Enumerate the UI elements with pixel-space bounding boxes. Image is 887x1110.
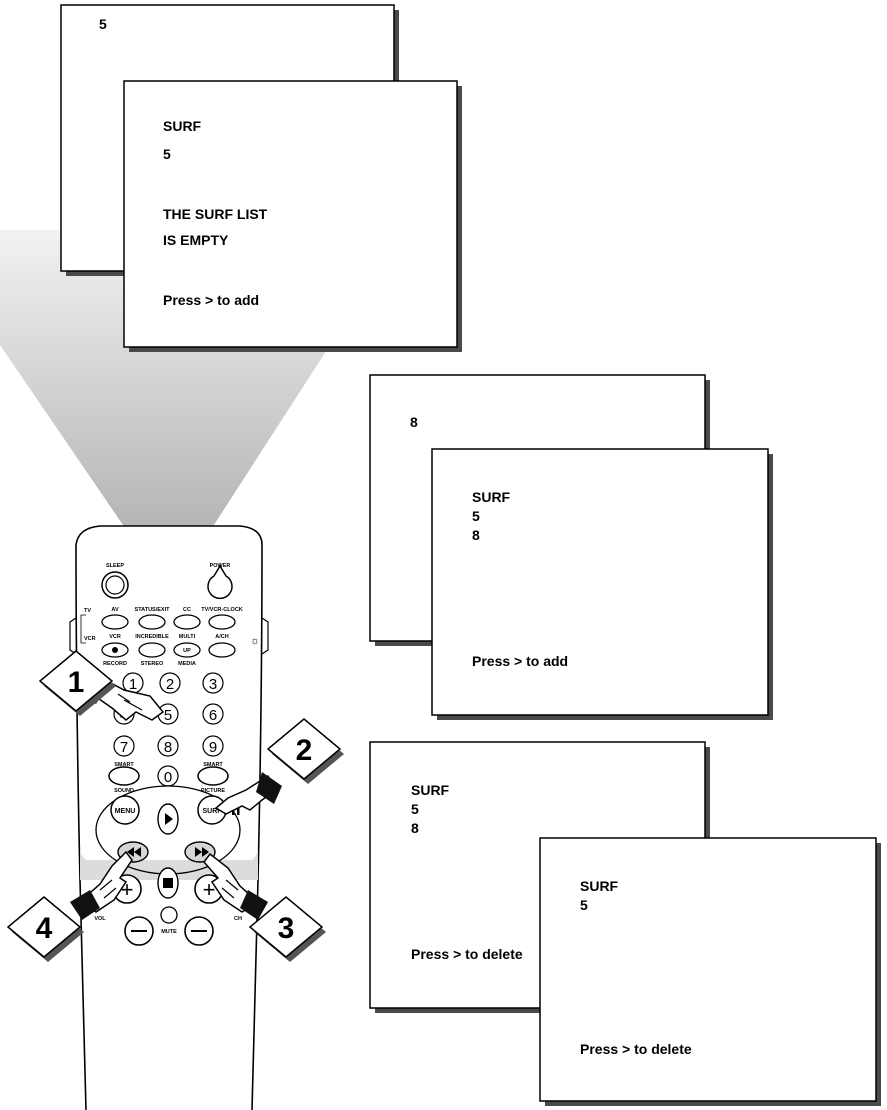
status-exit-label: STATUS/EXIT (135, 607, 171, 613)
step-3-label: 3 (278, 912, 295, 945)
mute-label: MUTE (161, 929, 177, 935)
s2-front-line-1: 5 (472, 508, 480, 524)
osd-screen-s2-front (431, 448, 769, 716)
digit-9-label: 9 (209, 739, 217, 756)
s1-front-line-3: IS EMPTY (163, 232, 229, 248)
step-badge-1: 1 (38, 650, 116, 716)
digit-2-button[interactable] (159, 672, 181, 694)
digit-5-label: 5 (164, 707, 172, 724)
step-badge-3: 3 (248, 896, 326, 962)
digit-3-label: 3 (209, 676, 217, 693)
up-label: UP (183, 648, 191, 654)
mute-button[interactable] (160, 906, 178, 924)
record-label: RECORD (103, 661, 127, 667)
s2-back-line-0: 8 (410, 414, 418, 430)
osd-screen-s1-front (123, 80, 458, 348)
menu-label: MENU (115, 808, 136, 815)
osd-screen-s3-front (539, 837, 877, 1102)
digit-0-label: 0 (164, 769, 172, 786)
ch-label: CH (234, 916, 242, 922)
sleep-button[interactable] (105, 575, 125, 595)
brightness-icon: ☼ (250, 635, 260, 647)
s1-front-line-0: SURF (163, 118, 202, 134)
vcr-side-label: VCR (84, 636, 96, 642)
stop-icon (163, 878, 173, 888)
smart-left-label: SMART (114, 762, 134, 768)
smart-sound-button[interactable] (108, 766, 140, 786)
tv-vcr-clock-button[interactable] (208, 614, 236, 630)
power-button[interactable] (207, 564, 233, 600)
digit-3-button[interactable] (202, 672, 224, 694)
tv-label: TV (84, 608, 91, 614)
hand-step-2 (214, 772, 282, 815)
picture-label: PICTURE (201, 788, 225, 794)
digit-6-button[interactable] (202, 703, 224, 725)
vcr-label: VCR (109, 634, 121, 640)
s3-front-line-1: 5 (580, 897, 588, 913)
smart-right-label: SMART (203, 762, 223, 768)
vol-label: VOL (94, 916, 106, 922)
minus-icon (131, 930, 147, 932)
step-badge-2: 2 (266, 718, 344, 784)
sleep-label: SLEEP (106, 563, 124, 569)
digit-7-label: 7 (120, 739, 128, 756)
smart-picture-button[interactable] (197, 766, 229, 786)
digit-1-label: 1 (129, 676, 137, 693)
screen-group-3: SURF 5 8 Press > to delete SURF 5 Press … (369, 741, 881, 1106)
remote-control: SLEEP POWER TV VCR ☼ AV STATUS/EXIT CC T… (69, 525, 269, 1110)
screen-group-2: 8 SURF 5 8 Press > to add (369, 374, 773, 720)
s2-front-line-2: 8 (472, 527, 480, 543)
digit-8-label: 8 (164, 739, 172, 756)
menu-button[interactable] (110, 795, 140, 825)
cc-label: CC (183, 607, 191, 613)
step-1-label: 1 (68, 666, 85, 699)
cc-button[interactable] (173, 614, 201, 630)
multi-label: MULTI (179, 634, 196, 640)
fast-forward-icon (195, 847, 202, 857)
s1-front-line-1: 5 (163, 146, 171, 162)
screen-group-1: 5 SURF 5 THE SURF LIST IS EMPTY Press > … (60, 4, 462, 352)
av-button[interactable] (101, 614, 129, 630)
s2-front-line-0: SURF (472, 489, 511, 505)
multi-media-button[interactable] (173, 642, 201, 658)
s2-front-line-3: Press > to add (472, 653, 568, 669)
digit-2-label: 2 (166, 676, 174, 693)
s3-back-line-2: 8 (411, 820, 419, 836)
hand-step-3 (203, 852, 268, 920)
minus-icon (191, 930, 207, 932)
ach-label: A/CH (215, 634, 228, 640)
hand-step-4 (70, 850, 133, 920)
tv-vcr-clock-label: TV/VCR-CLOCK (201, 607, 243, 613)
record-dot-icon (112, 647, 118, 653)
s3-back-line-1: 5 (411, 801, 419, 817)
digit-9-button[interactable] (202, 735, 224, 757)
s1-front-line-4: Press > to add (163, 292, 259, 308)
play-icon (165, 813, 173, 825)
digit-8-button[interactable] (157, 735, 179, 757)
step-badge-4: 4 (6, 896, 84, 962)
rewind-icon (127, 847, 134, 857)
status-exit-button[interactable] (138, 614, 166, 630)
digit-buttons: 1 2 3 4 5 6 7 8 9 0 (113, 672, 224, 787)
step-4-label: 4 (36, 912, 53, 945)
ach-button[interactable] (208, 642, 236, 658)
incredible-stereo-button[interactable] (138, 642, 166, 658)
incredible-label: INCREDIBLE (135, 634, 169, 640)
digit-7-button[interactable] (113, 735, 135, 757)
digit-6-label: 6 (209, 707, 217, 724)
media-label: MEDIA (178, 661, 196, 667)
s3-back-line-3: Press > to delete (411, 946, 523, 962)
s3-back-line-0: SURF (411, 782, 450, 798)
step-2-label: 2 (296, 734, 313, 767)
surf-label: SURF (202, 808, 222, 815)
s3-front-line-0: SURF (580, 878, 619, 894)
av-label: AV (111, 607, 119, 613)
stereo-label: STEREO (141, 661, 164, 667)
s1-back-line-0: 5 (99, 16, 107, 32)
sound-label: SOUND (114, 788, 134, 794)
s3-front-line-2: Press > to delete (580, 1041, 692, 1057)
s1-front-line-2: THE SURF LIST (163, 206, 268, 222)
